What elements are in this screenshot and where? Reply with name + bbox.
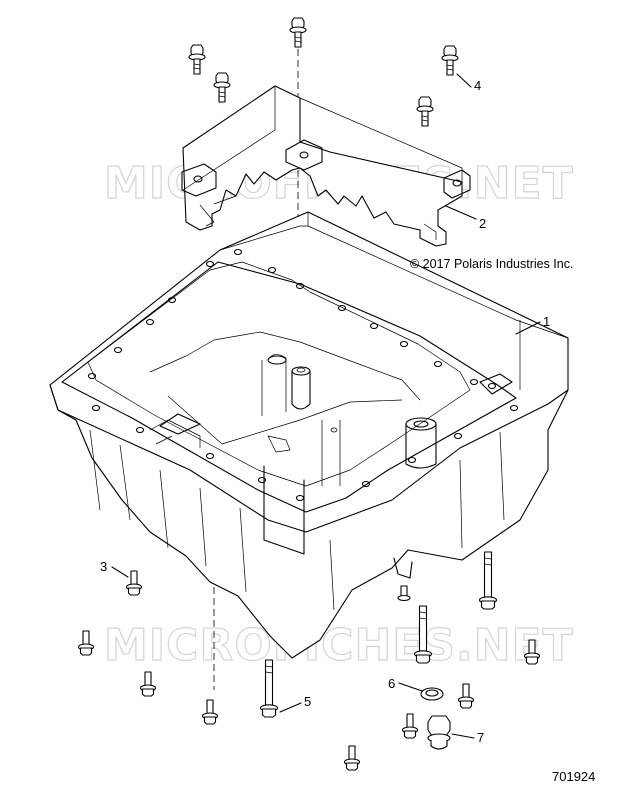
callout-7: 7 bbox=[477, 730, 484, 745]
bolt-pan-item3 bbox=[125, 570, 143, 596]
bolt-cover-2 bbox=[289, 17, 307, 48]
watermark-bottom: MICROFICHES.NET bbox=[104, 620, 574, 671]
bolt-pan-left-1 bbox=[77, 630, 95, 656]
drain-plug bbox=[427, 715, 451, 750]
bolt-pan-stub bbox=[397, 585, 411, 602]
bolt-cover-3 bbox=[213, 72, 231, 103]
callout-6: 6 bbox=[388, 676, 395, 691]
callout-5: 5 bbox=[304, 694, 311, 709]
callout-4: 4 bbox=[474, 78, 481, 93]
bolt-cover-5 bbox=[416, 96, 434, 127]
bolt-pan-left-3 bbox=[201, 699, 219, 725]
washer bbox=[420, 687, 444, 701]
bolt-pan-left-2 bbox=[139, 671, 157, 697]
copyright-notice: © 2017 Polaris Industries Inc. bbox=[410, 257, 573, 271]
callout-3: 3 bbox=[100, 559, 107, 574]
bolt-cover-1 bbox=[188, 44, 206, 75]
bolt-pan-right-2 bbox=[457, 683, 475, 709]
cover-plate bbox=[181, 85, 471, 247]
callout-1: 1 bbox=[543, 314, 550, 329]
bolt-pan-bottom bbox=[343, 745, 361, 771]
bolt-cover-4 bbox=[441, 45, 459, 76]
bolt-pan-long-right bbox=[478, 551, 498, 610]
callout-2: 2 bbox=[479, 216, 486, 231]
bolt-pan-right-1 bbox=[401, 713, 419, 739]
leader-lines bbox=[111, 73, 541, 739]
figure-number: 701924 bbox=[552, 769, 595, 784]
oil-pan bbox=[49, 211, 569, 659]
